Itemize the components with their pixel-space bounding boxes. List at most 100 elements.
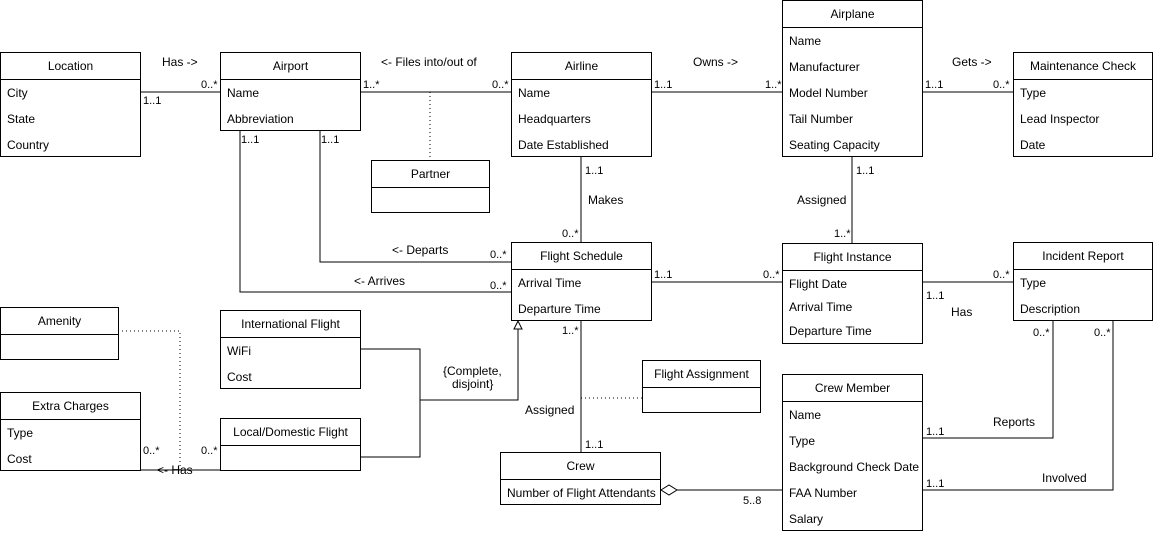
label-has-extra: <- Has (157, 463, 193, 477)
multiplicity: 0..* (201, 445, 218, 457)
multiplicity: 1..* (834, 228, 851, 240)
class-name: Flight Instance (783, 244, 922, 271)
multiplicity: 1..1 (925, 79, 944, 91)
label-reports: Reports (993, 415, 1036, 429)
class-incident-report: Incident Report Type Description (1013, 242, 1153, 321)
class-name: Airport (221, 53, 360, 80)
class-partner: Partner (371, 160, 490, 213)
label-assigned-crew: Assigned (525, 403, 575, 417)
class-maintenance-check: Maintenance Check Type Lead Inspector Da… (1013, 52, 1153, 157)
generalization-arrow-icon (513, 319, 523, 330)
attribute: Cost (227, 370, 252, 384)
label-arrives: <- Arrives (354, 274, 406, 288)
class-flight-assignment: Flight Assignment (642, 360, 761, 413)
edge-generalization-trunk (420, 328, 519, 401)
class-name: Airplane (783, 1, 922, 28)
class-airport: Airport Name Abbreviation (220, 52, 361, 131)
multiplicity: 1..* (562, 325, 579, 337)
multiplicity: 0..* (143, 445, 160, 457)
multiplicity: 0..* (1033, 327, 1050, 339)
attribute: Type (789, 434, 816, 448)
attribute: Arrival Time (518, 276, 582, 290)
class-airline: Airline Name Headquarters Date Establish… (511, 52, 652, 157)
multiplicity: 1..* (765, 79, 782, 91)
class-name: Maintenance Check (1014, 53, 1152, 80)
multiplicity: 1..1 (926, 290, 945, 302)
attribute: State (7, 112, 36, 126)
attribute: WiFi (227, 344, 251, 358)
label-complete: {Complete, (443, 364, 502, 378)
label-files-into: <- Files into/out of (381, 55, 477, 69)
class-name: Partner (372, 161, 489, 188)
edge-incident-reports (922, 321, 1054, 439)
multiplicity: 1..1 (143, 95, 162, 107)
edge-incident-involved (922, 321, 1114, 491)
class-extra-charges: Extra Charges Type Cost (0, 392, 141, 471)
class-name: Extra Charges (1, 393, 140, 420)
attribute: Tail Number (789, 112, 854, 126)
label-involved: Involved (1042, 471, 1087, 485)
aggregation-diamond-icon (660, 484, 678, 496)
assoc-class-link-amenity (118, 330, 181, 470)
multiplicity: 1..1 (856, 165, 875, 177)
attribute: Name (518, 86, 551, 100)
attribute: Manufacturer (789, 60, 860, 74)
label-departs: <- Departs (392, 243, 449, 257)
attribute: Model Number (789, 86, 868, 100)
multiplicity: 1..1 (654, 269, 673, 281)
class-airplane: Airplane Name Manufacturer Model Number … (782, 0, 923, 157)
multiplicity: 0..* (993, 269, 1010, 281)
multiplicity: 0..* (562, 228, 579, 240)
label-has: Has -> (162, 55, 198, 69)
multiplicity: 0..* (492, 79, 509, 91)
multiplicity: 0..* (490, 249, 507, 261)
class-name: International Flight (221, 311, 360, 338)
attribute: Description (1020, 302, 1081, 316)
multiplicity: 1..1 (585, 165, 604, 177)
class-crew: Crew Number of Flight Attendants (500, 452, 661, 505)
multiplicity: 1..1 (926, 426, 945, 438)
class-amenity: Amenity (0, 307, 119, 360)
attribute: FAA Number (789, 486, 858, 500)
attribute: Date Established (518, 138, 609, 152)
attribute: Seating Capacity (789, 138, 880, 152)
class-name: Crew Member (783, 375, 922, 402)
class-name: Flight Schedule (512, 243, 651, 270)
attribute: Date (1020, 138, 1046, 152)
attribute: Arrival Time (789, 300, 853, 314)
edge-airport-arrives (239, 130, 511, 293)
attribute: Departure Time (518, 302, 601, 316)
multiplicity: 0..* (490, 280, 507, 292)
attribute: Type (1020, 276, 1047, 290)
multiplicity: 0..* (201, 79, 218, 91)
class-flight-instance: Flight Instance Flight Date Arrival Time… (782, 243, 923, 344)
attribute: Cost (7, 452, 32, 466)
class-name: Location (1, 53, 140, 80)
attribute: City (7, 86, 28, 100)
class-name: Crew (501, 453, 660, 480)
class-crew-member: Crew Member Name Type Background Check D… (782, 374, 923, 531)
multiplicity: 1..1 (926, 478, 945, 490)
attribute: Country (7, 138, 50, 152)
attribute: Type (7, 426, 34, 440)
class-location: Location City State Country (0, 52, 141, 157)
class-name: Local/Domestic Flight (221, 419, 360, 446)
multiplicity: 1..* (363, 79, 380, 91)
attribute: Flight Date (789, 277, 848, 291)
class-flight-schedule: Flight Schedule Arrival Time Departure T… (511, 242, 652, 321)
label-has-incident: Has (951, 305, 973, 319)
class-name: Flight Assignment (643, 361, 760, 388)
attribute: Salary (789, 512, 824, 526)
attribute: Abbreviation (227, 112, 294, 126)
class-name: Incident Report (1014, 243, 1152, 270)
attribute: Name (789, 408, 822, 422)
multiplicity: 0..* (993, 79, 1010, 91)
class-name: Airline (512, 53, 651, 80)
label-makes: Makes (588, 193, 624, 207)
attribute: Departure Time (789, 324, 872, 338)
multiplicity: 1..1 (241, 134, 260, 146)
attribute: Headquarters (518, 112, 591, 126)
class-international-flight: International Flight WiFi Cost (220, 310, 361, 389)
multiplicity: 5..8 (743, 495, 762, 507)
